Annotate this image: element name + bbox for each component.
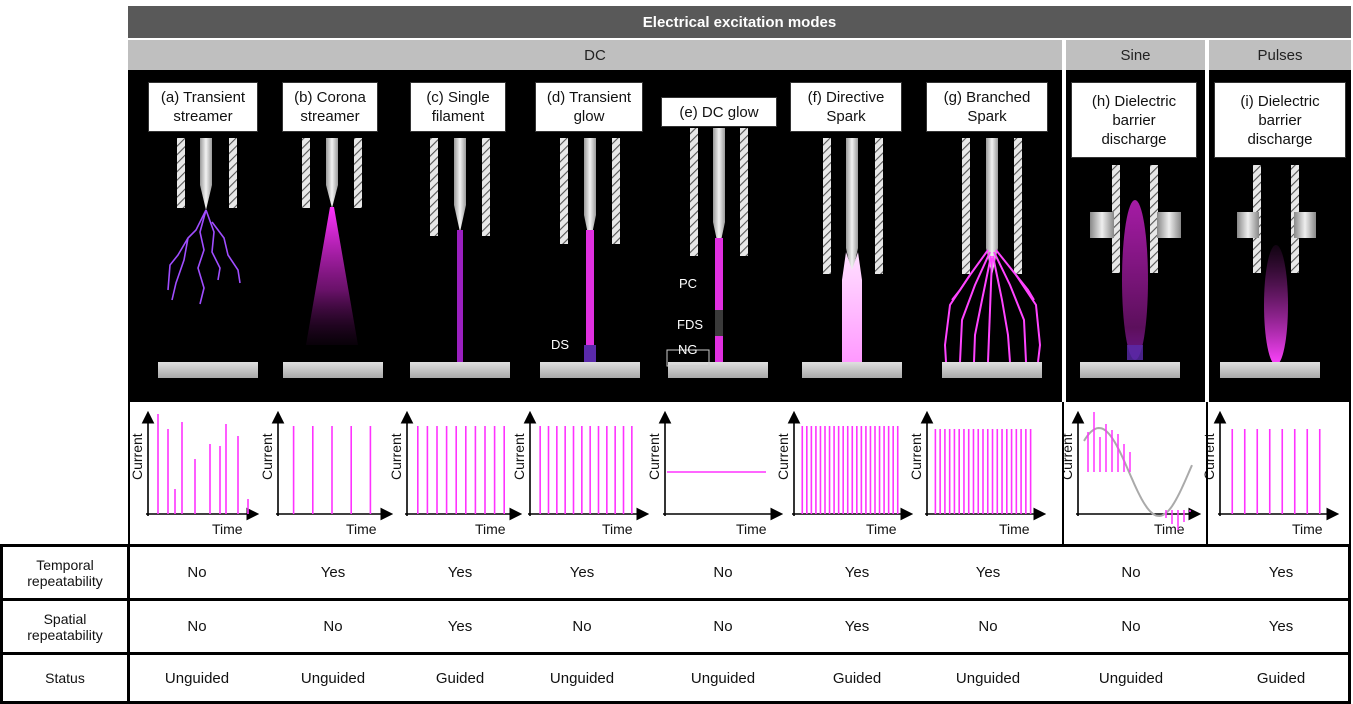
panel-e-illustration	[666, 128, 768, 378]
table-cell: Yes	[975, 564, 1001, 581]
plot-x-label: Time	[1292, 521, 1323, 537]
table-cell: Yes	[1268, 564, 1294, 581]
table-cell: No	[713, 564, 733, 581]
table-cell: Yes	[844, 618, 870, 635]
table-cell: No	[1121, 618, 1141, 635]
panel-d-illustration	[540, 138, 640, 378]
table-bottom-border	[0, 701, 1351, 704]
table-right-border	[1348, 544, 1351, 704]
plot-y-label: Current	[1201, 433, 1217, 480]
panel-h-illustration	[1080, 165, 1181, 378]
group-pulses-header: Pulses	[1209, 40, 1351, 70]
table-top-border	[0, 544, 1351, 547]
plot-x-label: Time	[1154, 521, 1185, 537]
table-cell: Yes	[447, 618, 473, 635]
table-row-divider-2	[0, 652, 1351, 655]
table-cell: Guided	[435, 669, 485, 687]
annotation-ng: NG	[678, 342, 698, 357]
plot-y-label: Current	[511, 433, 527, 480]
table-cell: Yes	[320, 564, 346, 581]
table-cell: No	[187, 618, 207, 635]
panel-f-illustration	[802, 138, 902, 378]
divider-pulses	[1205, 40, 1209, 402]
panel-a-illustration	[158, 138, 258, 378]
plot-y-label: Current	[259, 433, 275, 480]
panel-g-illustration	[942, 138, 1042, 378]
group-dc-header: DC	[128, 40, 1062, 70]
plot-x-label: Time	[866, 521, 897, 537]
table-cell: No	[1121, 564, 1141, 581]
plot-x-label: Time	[346, 521, 377, 537]
plot-x-label: Time	[475, 521, 506, 537]
table-row-divider-1	[0, 598, 1351, 601]
table-cell: Unguided	[690, 669, 756, 687]
annotation-ds: DS	[551, 337, 570, 352]
plot-y-label: Current	[775, 433, 791, 480]
table-cell: Unguided	[300, 669, 366, 687]
plot-x-label: Time	[999, 521, 1030, 537]
annotation-pc: PC	[679, 276, 698, 291]
plot-x-label: Time	[212, 521, 243, 537]
table-cell: Guided	[1256, 669, 1306, 687]
header-title: Electrical excitation modes	[128, 6, 1351, 38]
table-cell: No	[323, 618, 343, 635]
plot-y-label: Current	[908, 433, 924, 480]
table-cell: Yes	[569, 564, 595, 581]
table-cell: Unguided	[549, 669, 615, 687]
table-cell: Unguided	[1098, 669, 1164, 687]
voltage-sine-curve	[1083, 426, 1193, 518]
row-label-status: Status	[45, 670, 85, 686]
group-sine-header: Sine	[1066, 40, 1205, 70]
table-cell: No	[187, 564, 207, 581]
table-cell: Unguided	[955, 669, 1021, 687]
annotation-fds: FDS	[677, 317, 703, 332]
plot-border-sine-left	[1062, 402, 1064, 544]
table-cell: Guided	[832, 669, 882, 687]
plot-x-label: Time	[736, 521, 767, 537]
table-cell: No	[978, 618, 998, 635]
plot-x-label: Time	[602, 521, 633, 537]
plot-border-pulses-left	[1206, 402, 1208, 544]
plot-y-label: Current	[388, 433, 404, 480]
table-cell: Yes	[844, 564, 870, 581]
table-cell: Yes	[1268, 618, 1294, 635]
table-cell: No	[713, 618, 733, 635]
plot-border-left	[128, 402, 130, 544]
table-cell: Yes	[447, 564, 473, 581]
plot-y-label: Current	[129, 433, 145, 480]
plot-border-right	[1349, 402, 1351, 544]
panel-i-illustration	[1220, 165, 1320, 378]
table-cell: No	[572, 618, 592, 635]
divider-sine	[1062, 40, 1066, 402]
panel-b-illustration	[283, 138, 383, 378]
discharge-illustrations	[158, 128, 1320, 378]
panel-label-e: (e) DC glow	[661, 97, 777, 127]
panel-c-illustration	[410, 138, 510, 378]
plot-y-label: Current	[646, 433, 662, 480]
table-cell: Unguided	[164, 669, 230, 687]
table-left-border	[0, 544, 3, 704]
table-label-divider	[127, 544, 130, 704]
